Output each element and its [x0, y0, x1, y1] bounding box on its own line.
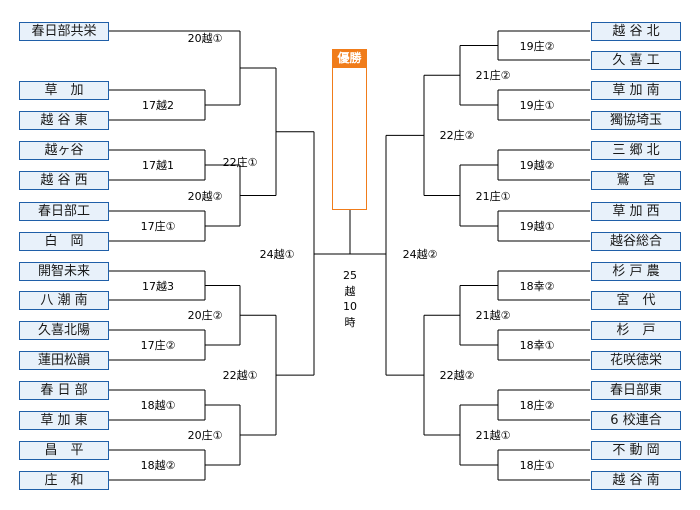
team-name: 春 日 部 [19, 381, 109, 400]
team-name: 久 喜 工 [591, 51, 681, 70]
match-result-label: 22越① [222, 369, 258, 383]
team-name: 開智未来 [19, 262, 109, 281]
match-result-label: 19越① [519, 220, 555, 233]
match-result-label: 18庄① [519, 459, 555, 472]
champion-box [332, 67, 367, 210]
match-result-label: 22越② [439, 369, 475, 383]
match-result-label: 24越① [259, 248, 295, 261]
team-name: 越 谷 南 [591, 471, 681, 490]
team-name: 越ヶ谷 [19, 141, 109, 160]
match-result-label: 18越② [140, 459, 176, 472]
team-name: 蓮田松韻 [19, 351, 109, 370]
team-name: 不 動 岡 [591, 441, 681, 460]
team-name: 昌 平 [19, 441, 109, 460]
final-info-line: 10 [343, 300, 357, 313]
team-name: 三 郷 北 [591, 141, 681, 160]
team-name: 白 岡 [19, 232, 109, 251]
match-result-label: 21庄① [475, 189, 511, 203]
team-name: 八 潮 南 [19, 291, 109, 310]
match-result-label: 18越① [140, 399, 176, 412]
team-name: 越 谷 東 [19, 111, 109, 130]
team-name: 宮 代 [591, 291, 681, 310]
team-name: 越 谷 北 [591, 22, 681, 41]
team-name: 鷲 宮 [591, 171, 681, 190]
final-info: 25 越 10 時 [338, 268, 362, 330]
team-name: 杉 戸 農 [591, 262, 681, 281]
match-result-label: 19越② [519, 159, 555, 172]
team-name: 6 校連合 [591, 411, 681, 430]
champion-header: 優勝 [332, 49, 367, 67]
match-result-label: 21庄② [475, 69, 511, 83]
team-name: 春日部共栄 [19, 22, 109, 41]
match-result-label: 19庄① [519, 99, 555, 112]
team-name: 獨協埼玉 [591, 111, 681, 130]
match-result-label: 20越① [187, 32, 223, 45]
match-result-label: 18幸② [519, 279, 555, 293]
match-result-label: 22庄② [439, 129, 475, 143]
match-result-label: 17越1 [142, 159, 174, 172]
match-result-label: 19庄② [519, 39, 555, 53]
match-result-label: 21越② [475, 309, 511, 323]
team-name: 草 加 [19, 81, 109, 100]
match-result-label: 21越① [475, 429, 511, 442]
match-result-label: 20庄① [187, 429, 223, 442]
match-result-label: 22庄① [222, 155, 258, 169]
match-result-label: 18幸① [519, 339, 555, 352]
match-result-label: 17越3 [142, 279, 174, 293]
final-info-line: 時 [344, 315, 356, 329]
team-name: 花咲徳栄 [591, 351, 681, 370]
team-name: 春日部東 [591, 381, 681, 400]
team-name: 草 加 南 [591, 81, 681, 100]
team-name: 草 加 東 [19, 411, 109, 430]
match-result-label: 17庄② [140, 339, 176, 352]
match-result-label: 20庄② [187, 309, 223, 323]
match-result-label: 17越2 [142, 99, 174, 112]
team-name: 草 加 西 [591, 202, 681, 221]
team-name: 春日部工 [19, 202, 109, 221]
team-name: 庄 和 [19, 471, 109, 490]
match-result-label: 24越② [402, 248, 438, 261]
match-result-label: 20越② [187, 189, 223, 203]
final-info-line: 越 [344, 284, 356, 298]
team-name: 越 谷 西 [19, 171, 109, 190]
match-result-label: 17庄① [140, 220, 176, 233]
team-name: 越谷総合 [591, 232, 681, 251]
final-info-line: 25 [343, 269, 357, 282]
match-result-label: 18庄② [519, 399, 555, 412]
team-name: 杉 戸 [591, 321, 681, 340]
team-name: 久喜北陽 [19, 321, 109, 340]
